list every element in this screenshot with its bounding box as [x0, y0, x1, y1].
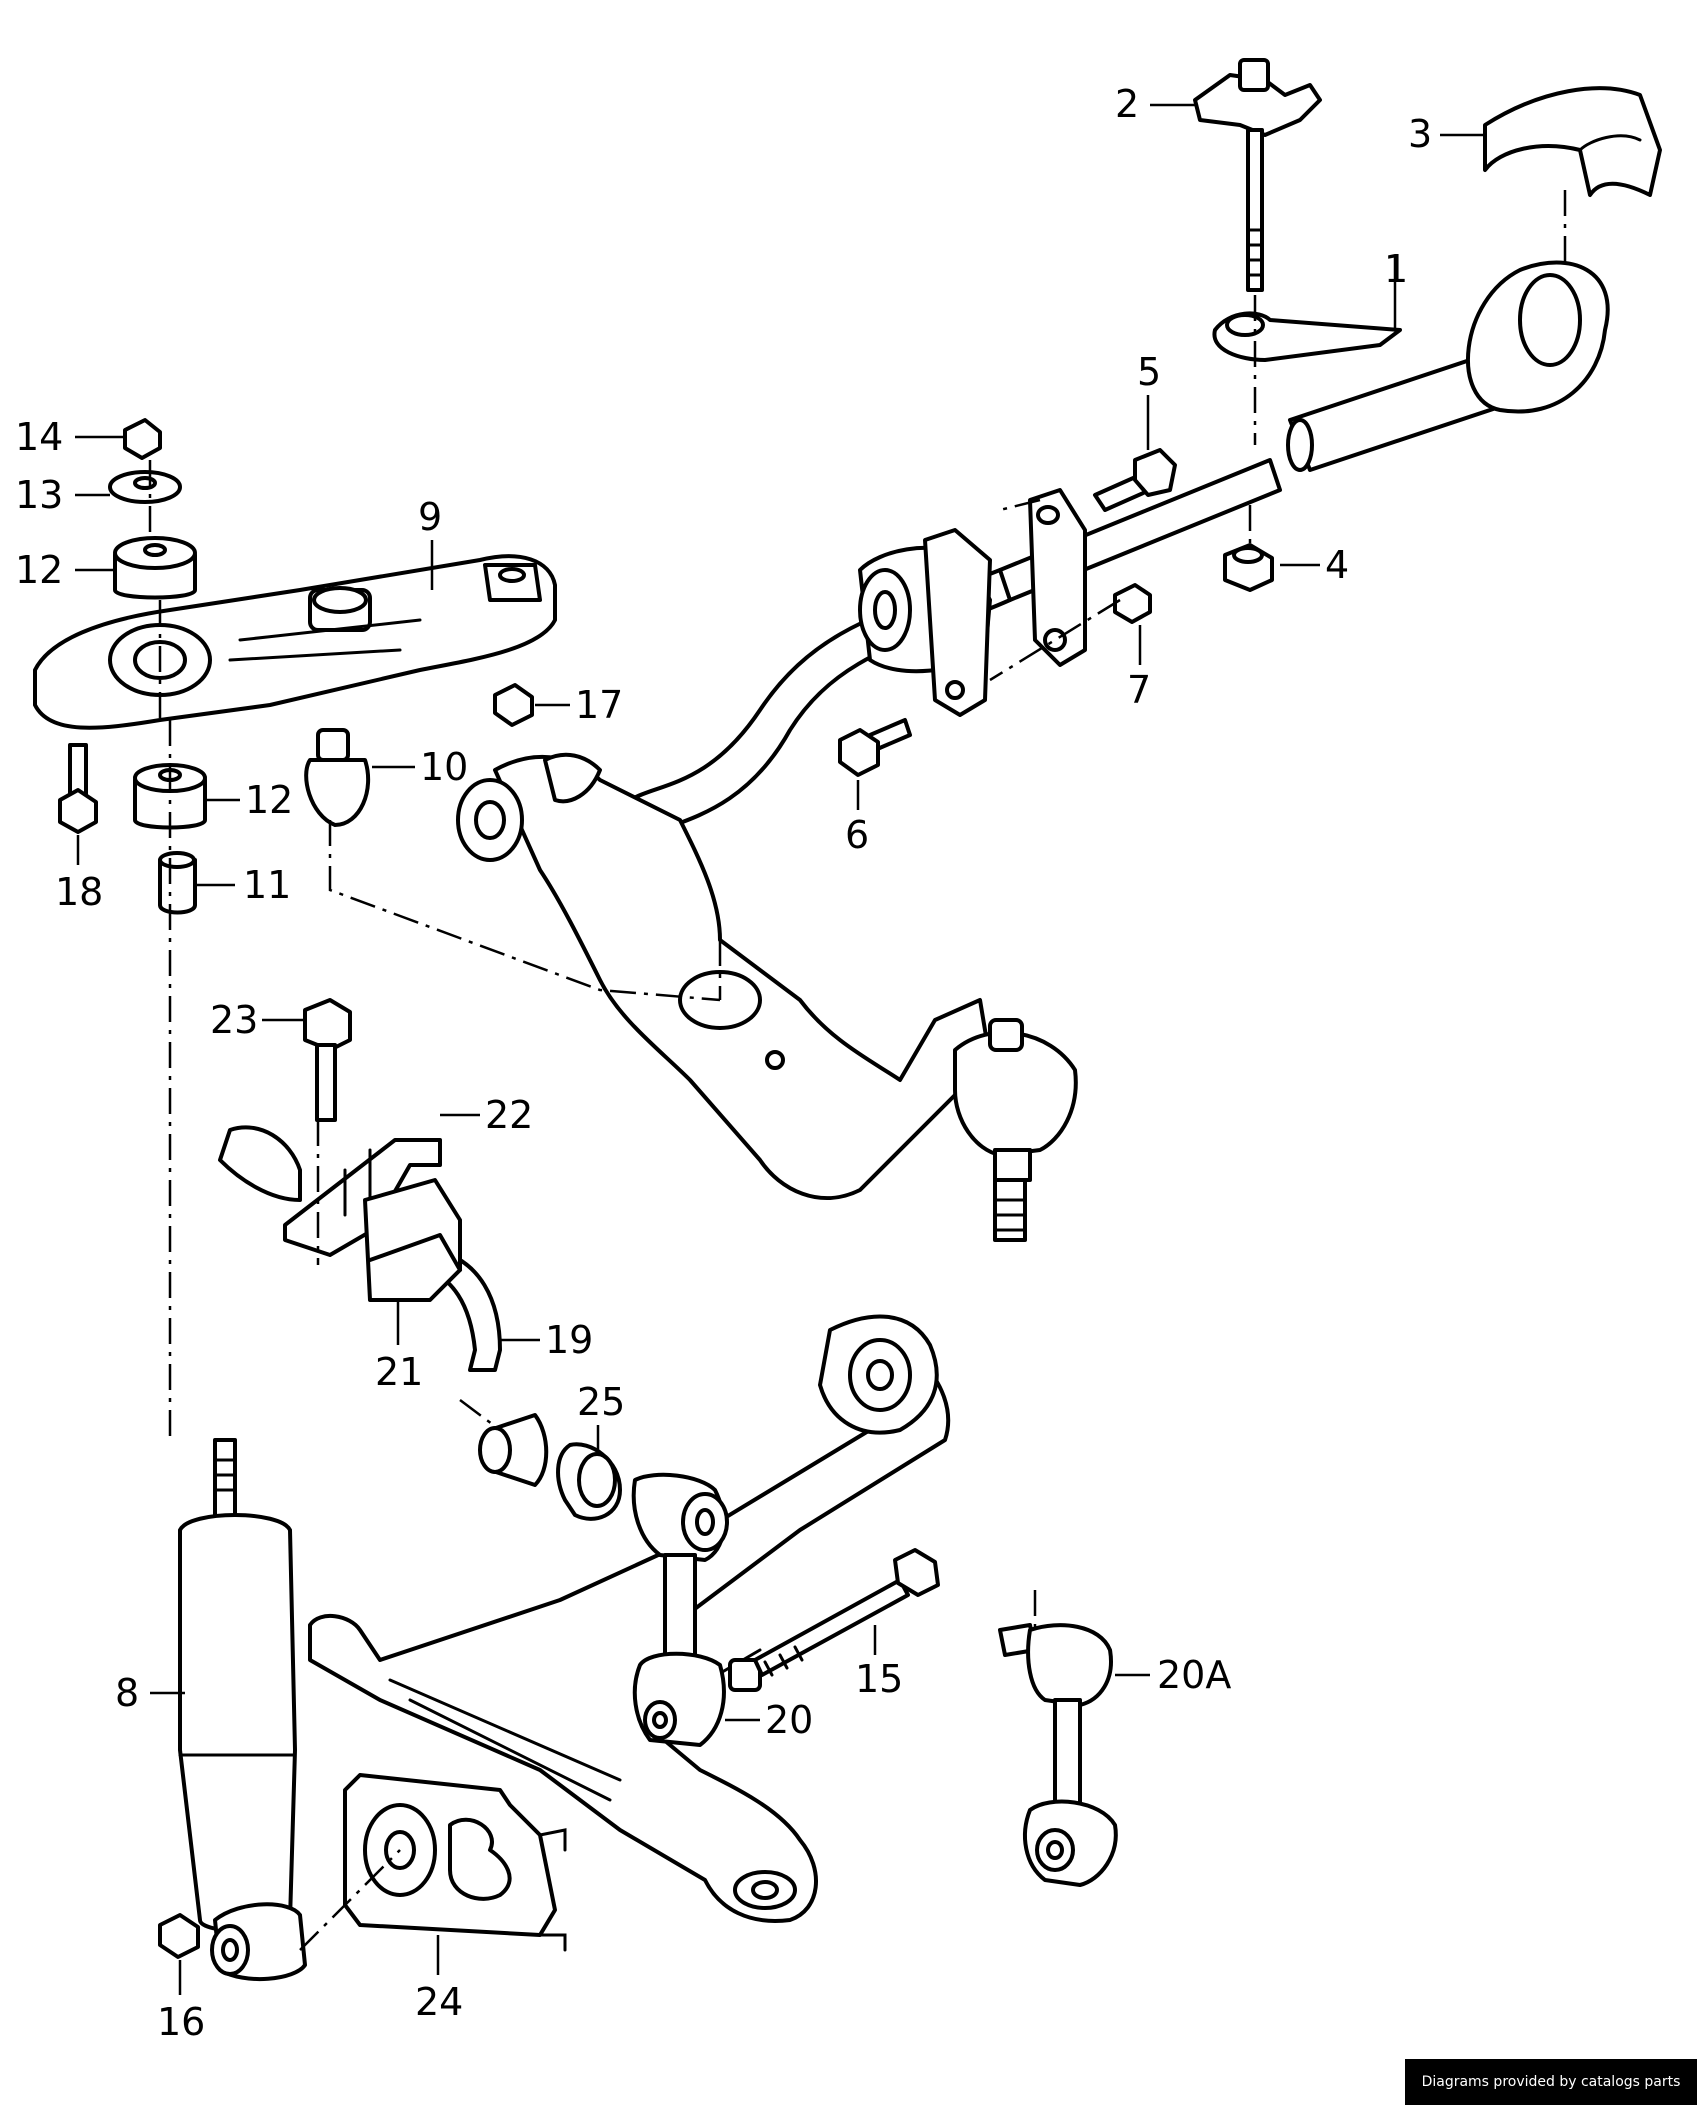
bolt-18[interactable]	[58, 743, 98, 834]
upper-control-arm[interactable]	[456, 752, 992, 1200]
callout-25: 25	[577, 1380, 625, 1424]
callout-16: 16	[157, 2000, 205, 2044]
leader-lines	[75, 103, 1485, 1995]
coupling-rod-20A[interactable]	[998, 1623, 1118, 1887]
callout-5: 5	[1137, 350, 1161, 394]
callout-labels: 1 2 3 4 5 6 7 8 9 10 11 12 12 13 14 15 1…	[15, 82, 1432, 2044]
rubber-bushing-21[interactable]	[363, 1178, 462, 1302]
bolt-23[interactable]	[303, 998, 352, 1122]
nut-17[interactable]	[493, 683, 534, 727]
lower-control-arm[interactable]	[308, 1314, 951, 1923]
callout-7: 7	[1127, 668, 1151, 712]
callout-20A: 20A	[1157, 1653, 1231, 1697]
nut-16[interactable]	[158, 1913, 200, 1959]
callout-13: 13	[15, 473, 63, 517]
strut-mount-plate[interactable]	[33, 554, 557, 730]
stabilizer-bushing[interactable]	[1483, 86, 1662, 197]
washer-13[interactable]	[108, 470, 182, 504]
stabilizer-bar[interactable]	[618, 260, 1610, 842]
nut-14[interactable]	[123, 418, 162, 460]
ball-joint[interactable]	[953, 1018, 1078, 1242]
spacer-sleeve[interactable]	[158, 851, 197, 915]
rubber-mount-24[interactable]	[343, 1773, 567, 1952]
callout-22: 22	[485, 1093, 533, 1137]
callout-21: 21	[375, 1350, 423, 1394]
callout-20: 20	[765, 1698, 813, 1742]
bracket-22[interactable]	[283, 1138, 442, 1257]
callout-17: 17	[575, 683, 623, 727]
bushing-25[interactable]	[556, 1442, 622, 1521]
callout-12-upper: 12	[15, 548, 63, 592]
callout-15: 15	[855, 1657, 903, 1701]
callout-6: 6	[845, 813, 869, 857]
bump-stop[interactable]	[304, 728, 371, 827]
coupling-rod-bushing[interactable]	[478, 1413, 549, 1487]
bolt-15[interactable]	[753, 1548, 940, 1677]
shock-absorber[interactable]	[178, 1438, 307, 1982]
callout-4: 4	[1325, 543, 1349, 587]
clamp-bolt[interactable]	[1193, 58, 1322, 292]
callout-12-lower: 12	[245, 778, 293, 822]
bolt-6[interactable]	[838, 718, 912, 777]
callout-11: 11	[243, 863, 291, 907]
bolt-5[interactable]	[1093, 448, 1177, 512]
callout-1: 1	[1384, 247, 1408, 291]
callout-18: 18	[55, 870, 103, 914]
callout-3: 3	[1408, 112, 1432, 156]
callout-2: 2	[1115, 82, 1139, 126]
rubber-bushing-12-upper[interactable]	[113, 536, 197, 600]
nut-7[interactable]	[1113, 583, 1152, 624]
callout-10: 10	[420, 745, 468, 789]
callout-9: 9	[418, 495, 442, 539]
callout-8: 8	[115, 1671, 139, 1715]
nut-4[interactable]	[1223, 543, 1274, 592]
callout-14: 14	[15, 415, 63, 459]
footer-credit: Diagrams provided by catalogs parts	[1405, 2059, 1697, 2105]
callout-23: 23	[210, 998, 258, 1042]
bearing-bracket[interactable]	[858, 488, 1087, 717]
assembly-lines	[148, 190, 1567, 1951]
callout-24: 24	[415, 1980, 463, 2024]
coupling-rod-20[interactable]	[631, 1472, 762, 1747]
callout-19: 19	[545, 1318, 593, 1362]
